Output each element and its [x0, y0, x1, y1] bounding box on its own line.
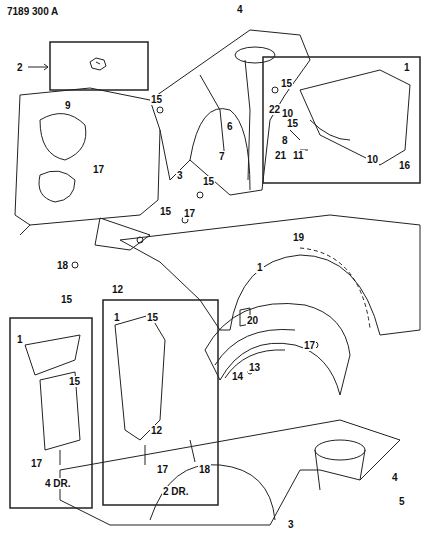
callout-number: 7189 300 A: [6, 6, 59, 17]
callout-number: 11: [292, 150, 305, 161]
callout-number: 4: [236, 4, 244, 15]
callout-number: 17: [183, 208, 196, 219]
callout-number: 17: [92, 164, 105, 175]
callout-number: 10: [366, 154, 379, 165]
callout-number: 17: [156, 464, 169, 475]
callout-number: 15: [68, 376, 81, 387]
callout-number: 15: [286, 118, 299, 129]
callout-number: 2 DR.: [162, 486, 190, 497]
callout-number: 15: [280, 78, 293, 89]
callout-number: 15: [146, 312, 159, 323]
callout-number: 7: [218, 151, 226, 162]
callout-number: 2: [16, 62, 24, 73]
callout-number: 5: [398, 496, 406, 507]
callout-number: 14: [231, 371, 244, 382]
callout-number: 12: [111, 284, 124, 295]
callout-number: 6: [226, 121, 234, 132]
callout-number: 13: [248, 362, 261, 373]
callout-number: 9: [64, 100, 72, 111]
callout-number: 20: [246, 315, 259, 326]
callout-number: 17: [303, 340, 316, 351]
callout-number: 12: [150, 425, 163, 436]
callout-number: 15: [159, 206, 172, 217]
callout-number: 19: [292, 232, 305, 243]
callout-number: 1: [403, 62, 411, 73]
callout-number: 21: [274, 150, 287, 161]
callout-number: 3: [287, 519, 295, 530]
callout-number: 15: [150, 94, 163, 105]
callout-number: 16: [398, 160, 411, 171]
callout-number: 22: [268, 104, 281, 115]
callout-number: 4: [391, 472, 399, 483]
callout-number: 1: [256, 262, 264, 273]
callout-number: 18: [56, 260, 69, 271]
callout-number: 17: [30, 458, 43, 469]
callout-number: 18: [198, 464, 211, 475]
callout-number: 15: [60, 294, 73, 305]
callout-number: 8: [281, 135, 289, 146]
callout-number: 1: [113, 312, 121, 323]
callout-number: 1: [16, 334, 24, 345]
callout-number: 4 DR.: [44, 478, 72, 489]
callout-number: 3: [176, 170, 184, 181]
callout-number: 15: [202, 176, 215, 187]
